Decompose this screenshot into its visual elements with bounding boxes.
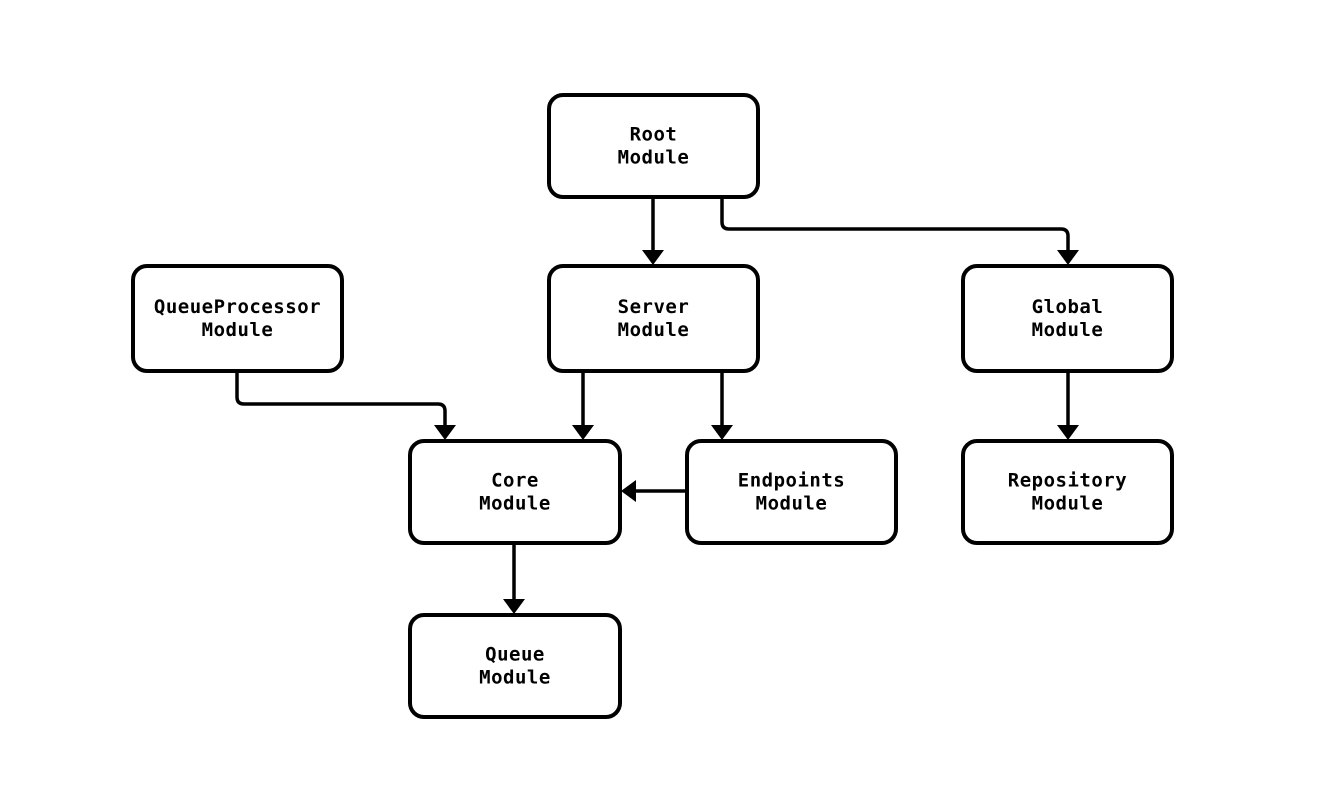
edges-layer [235,197,1079,614]
node-box[interactable] [961,439,1174,545]
edge-root-to-global [720,197,1079,265]
arrow-head-icon [1057,425,1079,440]
edge-line [720,197,1070,252]
edge-global-to-repository [1057,371,1079,440]
node-label-line2: Module [1032,493,1104,515]
node-label-line1: Queue [485,644,545,666]
arrow-head-icon [711,425,733,440]
node-label-line2: Module [618,319,690,341]
node-box[interactable] [408,613,622,719]
node-label-line1: Server [618,296,690,318]
node-box[interactable] [131,264,344,373]
node-label-line2: Module [202,319,274,341]
nodes-layer: RootModuleQueueProcessorModuleServerModu… [131,93,1174,719]
node-label-line1: Endpoints [738,470,845,492]
node-label-line2: Module [618,147,690,169]
edge-queueprocessor-to-core [235,371,456,440]
arrow-head-icon [503,599,525,614]
node-label-line1: Core [491,470,539,492]
node-box[interactable] [685,439,898,545]
node-box[interactable] [547,93,760,199]
arrow-head-icon [572,425,594,440]
node-box[interactable] [547,264,760,373]
node-label-line1: QueueProcessor [154,296,321,318]
edge-core-to-queue [503,543,525,614]
node-label-line1: Root [630,124,678,146]
arrow-head-icon [642,250,664,265]
node-box[interactable] [961,264,1174,373]
node-label-line2: Module [479,493,551,515]
node-label-line2: Module [1032,319,1104,341]
edge-server-to-core [572,371,594,440]
arrow-head-icon [621,480,636,502]
edge-line [235,371,447,427]
node-label-line2: Module [756,493,828,515]
node-label-line2: Module [479,667,551,689]
edge-server-to-endpoints [711,371,733,440]
edge-root-to-server [642,197,664,265]
arrow-head-icon [434,425,456,440]
arrow-head-icon [1057,250,1079,265]
node-box[interactable] [408,439,622,545]
edge-endpoints-to-core [621,480,687,502]
node-label-line1: Repository [1008,470,1127,492]
node-label-line1: Global [1032,296,1104,318]
